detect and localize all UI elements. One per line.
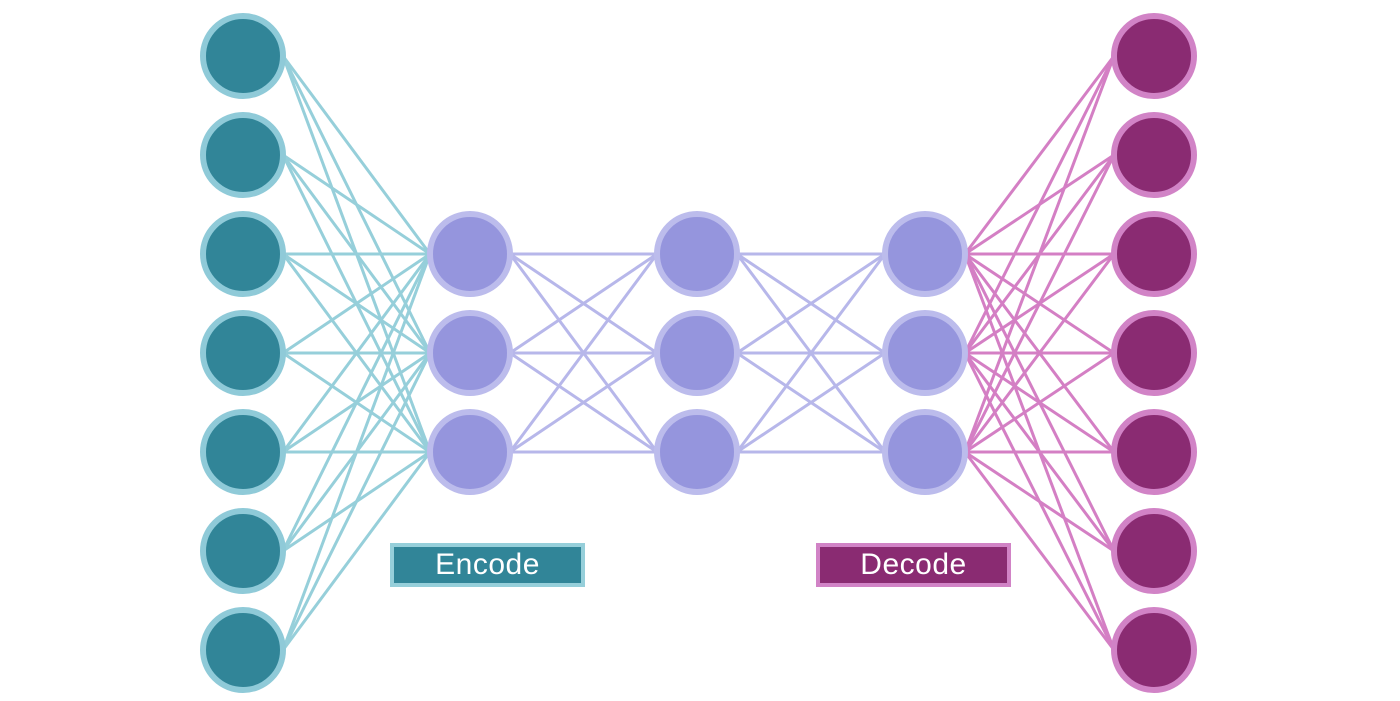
edge-hidden-3-2-to-output-0	[963, 55, 1116, 453]
connections	[281, 55, 1116, 651]
edge-hidden-3-2-to-output-6	[963, 451, 1116, 651]
bottleneck-node-1	[654, 211, 740, 297]
hidden-3-node-3	[882, 409, 968, 495]
edge-input-6-to-hidden-1-0	[281, 253, 432, 651]
edge-input-4-to-hidden-1-0	[281, 253, 432, 453]
edge-hidden-1-2-to-bottleneck-1	[509, 351, 658, 454]
edge-hidden-3-0-to-output-0	[963, 55, 1116, 255]
input-node-1	[200, 13, 286, 99]
edge-input-6-to-hidden-1-1	[281, 352, 432, 651]
hidden-3-node-1	[882, 211, 968, 297]
edge-input-1-to-hidden-1-0	[282, 153, 431, 256]
input-node-4	[200, 310, 286, 396]
input-node-6	[200, 508, 286, 594]
edge-input-6-to-hidden-1-2	[281, 451, 432, 651]
output-node-2	[1111, 112, 1197, 198]
hidden-1-node-1	[427, 211, 513, 297]
edge-hidden-1-2-to-bottleneck-0	[508, 253, 659, 453]
hidden-1-node-2	[427, 310, 513, 396]
bottleneck-node-2	[654, 310, 740, 396]
output-node-3	[1111, 211, 1197, 297]
input-node-7	[200, 607, 286, 693]
edge-input-3-to-hidden-1-0	[282, 252, 431, 355]
hidden-3-node-2	[882, 310, 968, 396]
edge-bottleneck-1-to-hidden-3-0	[736, 252, 886, 355]
bottleneck-node-3	[654, 409, 740, 495]
edge-bottleneck-2-to-hidden-3-0	[735, 253, 887, 453]
encode-label: Encode	[390, 543, 585, 587]
decode-label: Decode	[816, 543, 1011, 587]
edge-hidden-3-2-to-output-3	[964, 351, 1115, 454]
input-node-5	[200, 409, 286, 495]
edge-bottleneck-2-to-hidden-3-1	[736, 351, 886, 454]
edge-hidden-3-2-to-output-1	[963, 154, 1116, 453]
input-node-3	[200, 211, 286, 297]
edge-hidden-3-2-to-output-5	[964, 450, 1115, 553]
edge-hidden-1-1-to-bottleneck-0	[509, 252, 658, 355]
input-node-2	[200, 112, 286, 198]
output-node-7	[1111, 607, 1197, 693]
edge-hidden-3-2-to-output-2	[963, 253, 1116, 453]
edge-input-5-to-hidden-1-0	[281, 253, 432, 552]
output-node-5	[1111, 409, 1197, 495]
hidden-1-node-3	[427, 409, 513, 495]
edge-hidden-3-1-to-output-0	[963, 55, 1116, 354]
output-node-6	[1111, 508, 1197, 594]
edge-input-0-to-hidden-1-0	[281, 55, 432, 255]
neurons	[200, 13, 1197, 693]
output-node-1	[1111, 13, 1197, 99]
output-node-4	[1111, 310, 1197, 396]
